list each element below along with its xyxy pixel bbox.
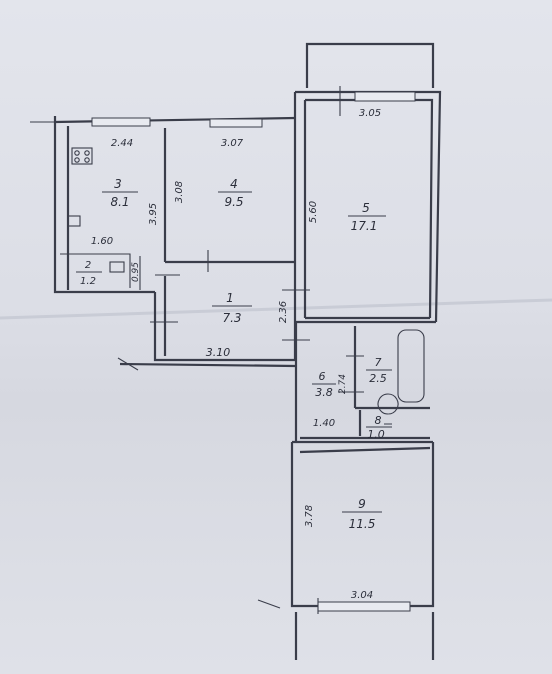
dim-hall-width: 3.10 [206, 346, 231, 359]
window-room5 [354, 91, 416, 102]
dimension-labels: 2.44 3.95 3.07 3.08 3.05 5.60 1.60 0.95 … [91, 108, 381, 601]
dim-room2-height: 0.95 [131, 262, 141, 282]
paper-fold [0, 298, 552, 320]
sink [67, 215, 81, 227]
interior-walls [60, 98, 434, 454]
room-6-area: 3.8 [315, 386, 333, 399]
room-3-area: 8.1 [110, 195, 129, 209]
dim-room4-width: 3.07 [221, 138, 244, 149]
room-3-id: 3 [114, 177, 122, 191]
balcony-bottom [294, 612, 435, 660]
exterior-walls [53, 90, 442, 608]
room-9-area: 11.5 [349, 517, 376, 531]
dim-room6-height: 2.74 [338, 374, 348, 394]
room-5-area: 17.1 [351, 219, 378, 233]
window-room3 [91, 117, 151, 127]
room-9-id: 9 [358, 497, 366, 511]
room-labels: 3 8.1 4 9.5 5 17.1 2 1.2 1 7.3 6 3.8 7 2… [76, 177, 392, 531]
room-5-id: 5 [362, 201, 370, 215]
dim-room9-height: 3.78 [304, 505, 315, 527]
dim-room9-width: 3.04 [351, 590, 373, 601]
room-4-area: 9.5 [224, 195, 243, 209]
room-4-id: 4 [230, 177, 238, 191]
fixtures [67, 147, 425, 425]
dim-room5-width: 3.05 [359, 108, 381, 119]
dim-room8-width: 1.40 [313, 418, 335, 429]
toilet [377, 393, 399, 425]
dim-room2-width: 1.60 [91, 236, 113, 247]
room-1-id: 1 [226, 291, 234, 305]
door-marks [30, 86, 364, 614]
room-6-id: 6 [319, 370, 326, 383]
bathtub [397, 329, 425, 403]
room-8-area: 1.0 [367, 428, 385, 441]
dim-room5-height: 5.60 [308, 201, 319, 223]
balcony-top [305, 42, 435, 88]
dim-room3-width: 2.44 [111, 138, 133, 149]
shelf [109, 261, 125, 273]
stove [71, 147, 93, 165]
room-7-area: 2.5 [369, 372, 387, 385]
dim-room3-height: 3.95 [148, 203, 159, 225]
window-room4 [209, 118, 263, 128]
dim-room4-height: 3.08 [174, 181, 185, 203]
room-1-area: 7.3 [222, 311, 241, 325]
windows [91, 91, 416, 612]
room-8-id: 8 [375, 414, 382, 427]
dim-hall-height: 2.36 [278, 301, 289, 323]
room-2-id: 2 [85, 260, 91, 271]
window-room9 [317, 601, 411, 612]
room-2-area: 1.2 [80, 276, 96, 287]
room-7-id: 7 [375, 356, 382, 369]
